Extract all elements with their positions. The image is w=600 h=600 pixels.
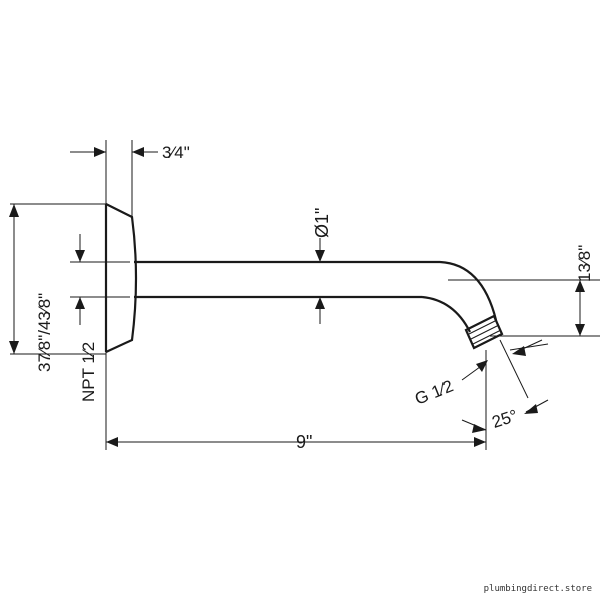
arm-length-label: 9" bbox=[296, 432, 312, 452]
total-height-dimension bbox=[9, 204, 19, 354]
total-height-label: 37⁄8"/43⁄8" bbox=[35, 293, 54, 372]
shower-arm bbox=[134, 260, 504, 350]
pipe-diameter-label: Ø1" bbox=[312, 208, 332, 238]
angle-dimension bbox=[461, 399, 549, 433]
drop-height-dimension bbox=[575, 280, 585, 336]
npt-thread-dimension bbox=[75, 234, 85, 325]
extension-lines bbox=[10, 140, 600, 450]
outlet-thread-dimension bbox=[461, 339, 543, 381]
watermark: plumbingdirect.store bbox=[483, 584, 592, 594]
arm-length-dimension bbox=[106, 437, 486, 447]
outlet-thread-label: G 1⁄2 bbox=[412, 376, 456, 408]
flange-depth-dimension bbox=[70, 147, 158, 157]
drop-height-label: 13⁄8" bbox=[575, 245, 594, 282]
angle-label: 25° bbox=[490, 406, 520, 432]
pipe-diameter-dimension bbox=[315, 238, 325, 324]
wall-flange bbox=[104, 203, 138, 353]
npt-thread-label: NPT 1⁄2 bbox=[79, 342, 98, 402]
flange-depth-label: 3⁄4" bbox=[162, 143, 190, 162]
